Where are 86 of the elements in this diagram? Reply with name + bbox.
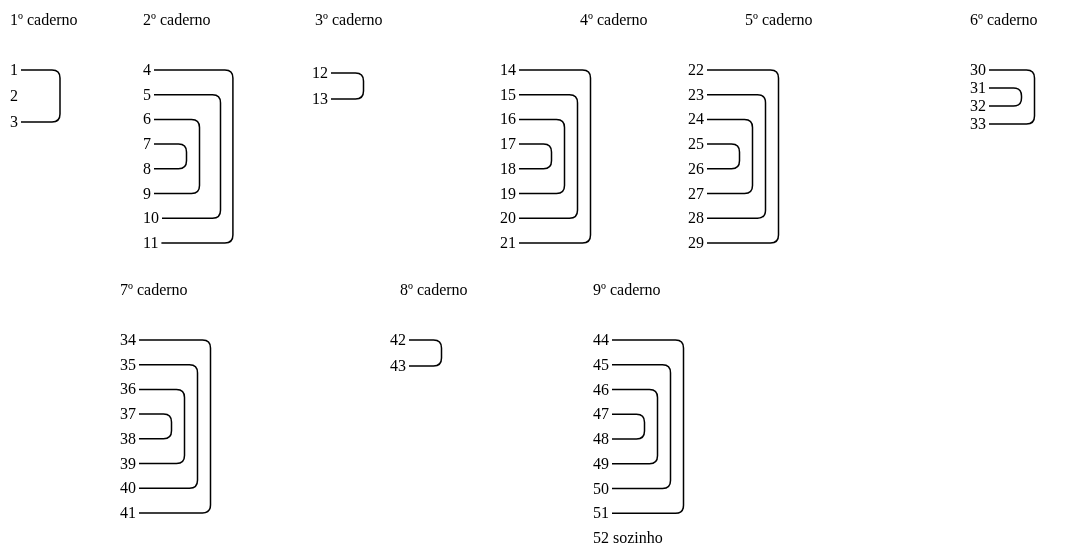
leaf-number: 46 bbox=[593, 380, 609, 399]
leaf-number: 52 sozinho bbox=[593, 529, 663, 547]
bracket-line bbox=[611, 413, 646, 440]
bracket-line bbox=[138, 339, 212, 514]
bracket-line bbox=[153, 143, 188, 170]
section-heading: 6º caderno bbox=[970, 11, 1038, 29]
leaf-number: 8 bbox=[143, 159, 151, 178]
bracket-line bbox=[153, 118, 201, 195]
leaf-number: 29 bbox=[688, 233, 704, 252]
leaf-number: 12 bbox=[312, 64, 328, 82]
section-heading: 4º caderno bbox=[580, 11, 648, 29]
bracket-line bbox=[706, 143, 741, 170]
leaf-number: 2 bbox=[10, 87, 18, 105]
bracket-line bbox=[611, 339, 685, 514]
leaf-number: 9 bbox=[143, 184, 151, 203]
leaf-number: 7 bbox=[143, 135, 151, 154]
section-heading: 7º caderno bbox=[120, 281, 188, 299]
leaf-number: 49 bbox=[593, 454, 609, 473]
bracket-line bbox=[153, 93, 222, 219]
bracket-line bbox=[153, 69, 234, 244]
leaf-number: 1 bbox=[10, 61, 18, 79]
leaf-number: 22 bbox=[688, 61, 704, 79]
bracket-line bbox=[706, 69, 780, 244]
leaf-number: 26 bbox=[688, 159, 704, 178]
leaf-number: 31 bbox=[970, 79, 986, 97]
leaf-number: 4 bbox=[143, 61, 151, 79]
section-heading: 5º caderno bbox=[745, 11, 813, 29]
leaf-number: 14 bbox=[500, 61, 516, 79]
bracket-line bbox=[611, 388, 659, 465]
leaf-number: 43 bbox=[390, 357, 406, 375]
bracket-line bbox=[408, 339, 443, 367]
leaf-number: 35 bbox=[120, 355, 136, 374]
bracket-line bbox=[138, 363, 199, 489]
section-heading: 3º caderno bbox=[315, 11, 383, 29]
leaf-number: 41 bbox=[120, 503, 136, 522]
leaf-number: 33 bbox=[970, 115, 986, 133]
bracket-line bbox=[518, 93, 579, 219]
leaf-number: 50 bbox=[593, 479, 609, 498]
bracket-line bbox=[706, 118, 754, 195]
leaf-number: 39 bbox=[120, 454, 136, 473]
leaf-number: 23 bbox=[688, 85, 704, 104]
bracket-line bbox=[988, 69, 1036, 125]
bracket-line bbox=[330, 72, 365, 100]
bracket-line bbox=[611, 364, 672, 490]
leaf-number: 40 bbox=[120, 479, 136, 498]
leaf-number: 34 bbox=[120, 331, 136, 349]
bracket-line bbox=[518, 143, 553, 170]
leaf-number: 5 bbox=[143, 85, 151, 104]
leaf-number: 15 bbox=[500, 85, 516, 104]
leaf-number: 16 bbox=[500, 110, 516, 129]
leaf-number: 3 bbox=[10, 113, 18, 131]
section-heading: 2º caderno bbox=[143, 11, 211, 29]
bracket-line bbox=[518, 69, 592, 244]
leaf-number: 28 bbox=[688, 209, 704, 228]
leaf-number: 32 bbox=[970, 97, 986, 115]
bracket-line bbox=[988, 87, 1023, 107]
leaf-number: 20 bbox=[500, 209, 516, 228]
leaf-number: 51 bbox=[593, 504, 609, 523]
leaf-number: 13 bbox=[312, 90, 328, 108]
leaf-number: 47 bbox=[593, 405, 609, 424]
bracket-line bbox=[138, 413, 173, 440]
leaf-number: 25 bbox=[688, 135, 704, 154]
bracket-line bbox=[138, 388, 186, 465]
section-heading: 8º caderno bbox=[400, 281, 468, 299]
leaf-number: 45 bbox=[593, 355, 609, 374]
leaf-number: 19 bbox=[500, 184, 516, 203]
leaf-number: 30 bbox=[970, 61, 986, 79]
leaf-number: 10 bbox=[143, 209, 159, 228]
section-heading: 9º caderno bbox=[593, 281, 661, 299]
leaf-number: 24 bbox=[688, 110, 704, 129]
bracket-line bbox=[20, 69, 61, 123]
leaf-number: 37 bbox=[120, 405, 136, 424]
leaf-number: 21 bbox=[500, 233, 516, 252]
leaf-number: 17 bbox=[500, 135, 516, 154]
leaf-number: 48 bbox=[593, 430, 609, 448]
leaf-number: 6 bbox=[143, 110, 151, 129]
section-heading: 1º caderno bbox=[10, 11, 78, 29]
leaf-number: 27 bbox=[688, 184, 704, 203]
bracket-line bbox=[706, 93, 767, 219]
leaf-number: 18 bbox=[500, 159, 516, 178]
leaf-number: 44 bbox=[593, 331, 609, 349]
leaf-number: 36 bbox=[120, 380, 136, 399]
leaf-number: 38 bbox=[120, 429, 136, 448]
leaf-number: 42 bbox=[390, 331, 406, 349]
leaf-number: 11 bbox=[143, 233, 159, 252]
bracket-line bbox=[518, 118, 566, 195]
